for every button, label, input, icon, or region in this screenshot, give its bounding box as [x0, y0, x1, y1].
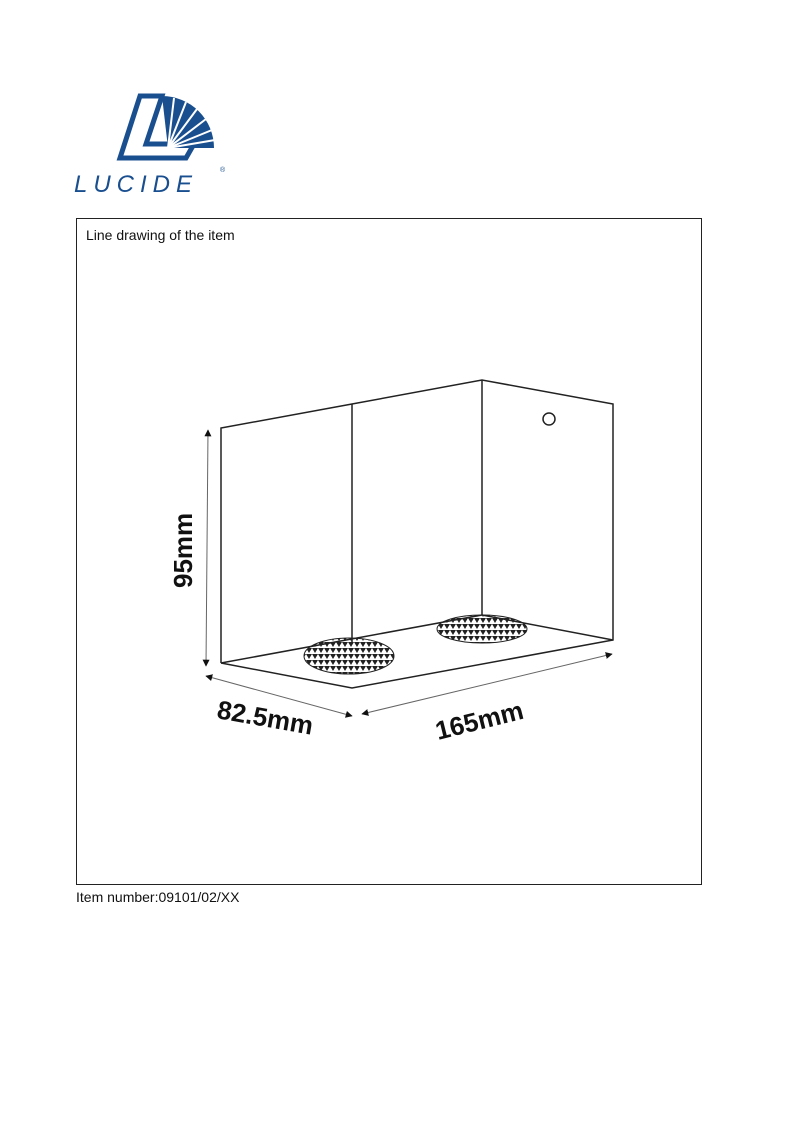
light-opening-left — [303, 637, 395, 675]
width-arrow — [361, 652, 613, 716]
height-arrow — [202, 429, 212, 667]
lucide-logo: LUCIDE ® — [74, 93, 226, 198]
mounting-hole-icon — [542, 412, 556, 426]
width-label: 165mm — [432, 695, 526, 746]
light-opening-right — [436, 614, 528, 644]
drawing-caption: Line drawing of the item — [86, 227, 235, 243]
registered-mark: ® — [220, 166, 226, 174]
logo-text: LUCIDE — [74, 171, 198, 198]
depth-arrow — [205, 674, 353, 718]
depth-label: 82.5mm — [215, 694, 316, 740]
item-outline — [220, 379, 614, 689]
item-number: Item number:09101/02/XX — [76, 889, 240, 905]
drawing-frame: Line drawing of the item — [76, 218, 702, 885]
height-label: 95mm — [168, 513, 198, 588]
